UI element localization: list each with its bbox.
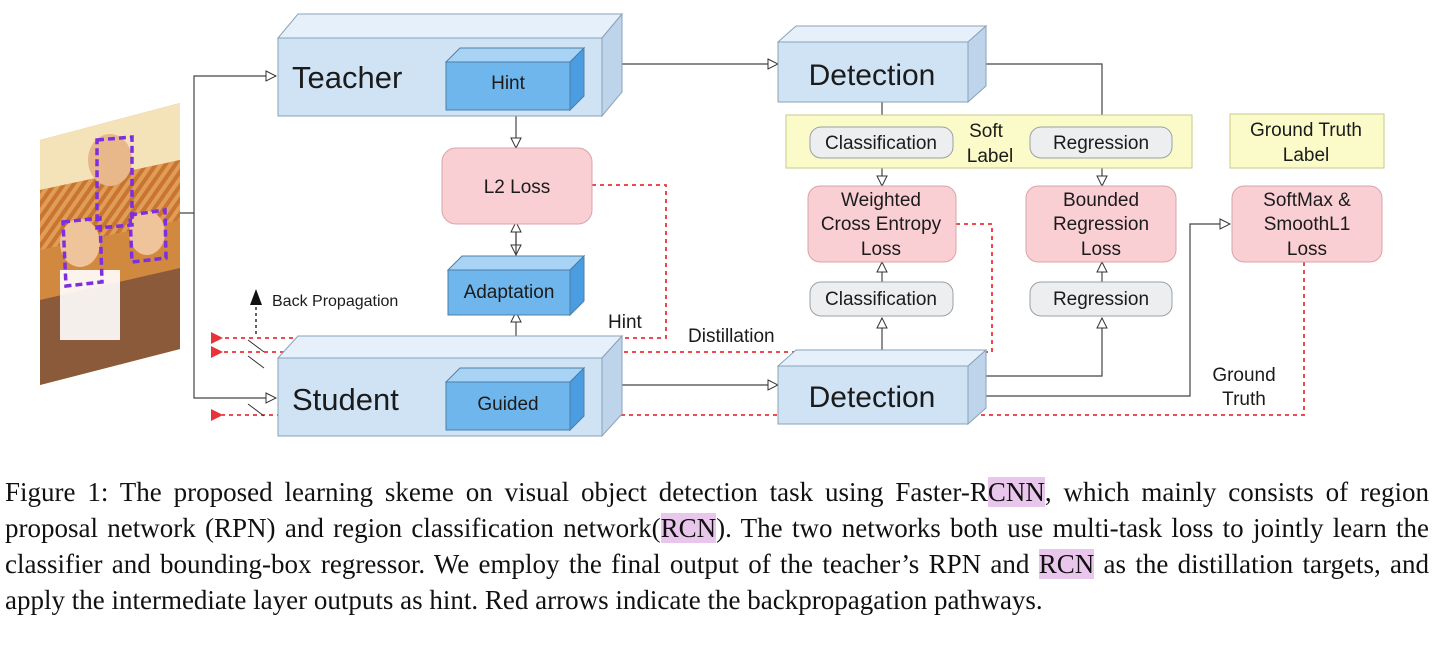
classification-student-pill: Classification (809, 281, 954, 317)
regression-teacher-label: Regression (1053, 133, 1149, 154)
regression-student-label: Regression (1053, 289, 1149, 310)
wce-line3: Loss (861, 239, 901, 260)
caption-highlight-3: RCN (1038, 549, 1095, 579)
classification-teacher-pill: Classification (809, 126, 954, 159)
caption-part-3: ). The two networks both use multi-task … (5, 513, 1429, 579)
classification-teacher-label: Classification (825, 133, 937, 154)
bounded-line2: Regression (1053, 214, 1149, 235)
distillation-edge-label: Distillation (688, 326, 775, 347)
figure-caption: Figure 1: The proposed learning skeme on… (5, 474, 1429, 618)
wce-line1: Weighted (841, 190, 921, 211)
classification-student-label: Classification (825, 289, 937, 310)
detection-teacher-label: Detection (809, 59, 936, 92)
ground-truth-label-box: Ground Truth Label (1229, 113, 1385, 169)
softmax-line3: Loss (1287, 239, 1327, 260)
student-label: Student (292, 382, 399, 417)
adaptation-label: Adaptation (464, 282, 555, 303)
soft-label-line1: Soft (969, 121, 1004, 142)
caption-highlight-2: RCN (660, 513, 717, 543)
caption-part-2: , which mainly consists of region propos… (5, 477, 1429, 543)
ground-truth-edge-line2: Truth (1222, 389, 1266, 410)
wce-line2: Cross Entropy (821, 214, 942, 235)
distillation-diagram: Back Propagation Teacher Hint Student Gu… (40, 12, 1385, 438)
hint-label: Hint (491, 73, 526, 94)
softmax-line2: SmoothL1 (1264, 214, 1351, 235)
ground-truth-edge-line1: Ground (1212, 365, 1275, 386)
softmax-line1: SoftMax & (1263, 190, 1351, 211)
guided-label: Guided (477, 394, 538, 415)
input-photo (40, 103, 180, 385)
teacher-label: Teacher (292, 60, 402, 95)
hint-block: Hint (444, 46, 586, 112)
soft-label-line2: Label (967, 146, 1014, 167)
regression-student-pill: Regression (1029, 281, 1173, 317)
ground-truth-label-line1: Ground Truth (1250, 120, 1362, 141)
hint-edge-label: Hint (608, 312, 643, 333)
detection-student-label: Detection (809, 381, 936, 414)
adaptation-block: Adaptation (446, 254, 586, 317)
ground-truth-label-line2: Label (1283, 145, 1330, 166)
regression-teacher-pill: Regression (1029, 126, 1173, 159)
l2-loss-label: L2 Loss (484, 177, 551, 198)
back-propagation-label: Back Propagation (272, 293, 398, 310)
detection-teacher-block: Detection (776, 24, 988, 104)
caption-highlight-1: CNN (987, 477, 1045, 507)
bounded-line1: Bounded (1063, 190, 1139, 211)
guided-block: Guided (444, 366, 586, 432)
softmax-smoothl1-loss-box: SoftMax & SmoothL1 Loss (1231, 185, 1383, 263)
caption-part-1: Figure 1: The proposed learning skeme on… (5, 477, 988, 507)
weighted-cross-entropy-loss-box: Weighted Cross Entropy Loss (807, 185, 957, 263)
back-propagation-legend: Back Propagation (247, 289, 398, 417)
detection-student-block: Detection (776, 348, 988, 426)
bounded-line3: Loss (1081, 239, 1121, 260)
caption-part-4: as the distillation targets, and apply t… (5, 549, 1430, 615)
bounded-regression-loss-box: Bounded Regression Loss (1025, 185, 1177, 263)
l2-loss-box: L2 Loss (441, 147, 593, 225)
